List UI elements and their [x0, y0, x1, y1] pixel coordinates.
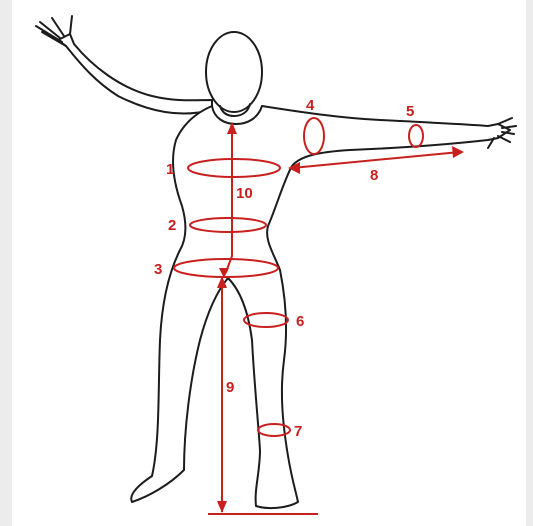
label-thigh: 6: [296, 313, 304, 330]
label-hip: 3: [154, 261, 162, 278]
arrowhead: [452, 146, 464, 158]
label-arm-length: 8: [370, 167, 378, 184]
label-bicep: 4: [306, 97, 315, 114]
head-outline: [206, 32, 262, 112]
body-outline: [58, 34, 212, 114]
arrowhead: [217, 501, 227, 513]
label-chest: 1: [166, 161, 174, 178]
label-torso-length: 10: [236, 185, 253, 202]
label-inseam: 9: [226, 379, 234, 396]
label-forearm: 5: [406, 103, 414, 120]
label-calf: 7: [294, 423, 302, 440]
label-waist: 2: [168, 217, 176, 234]
